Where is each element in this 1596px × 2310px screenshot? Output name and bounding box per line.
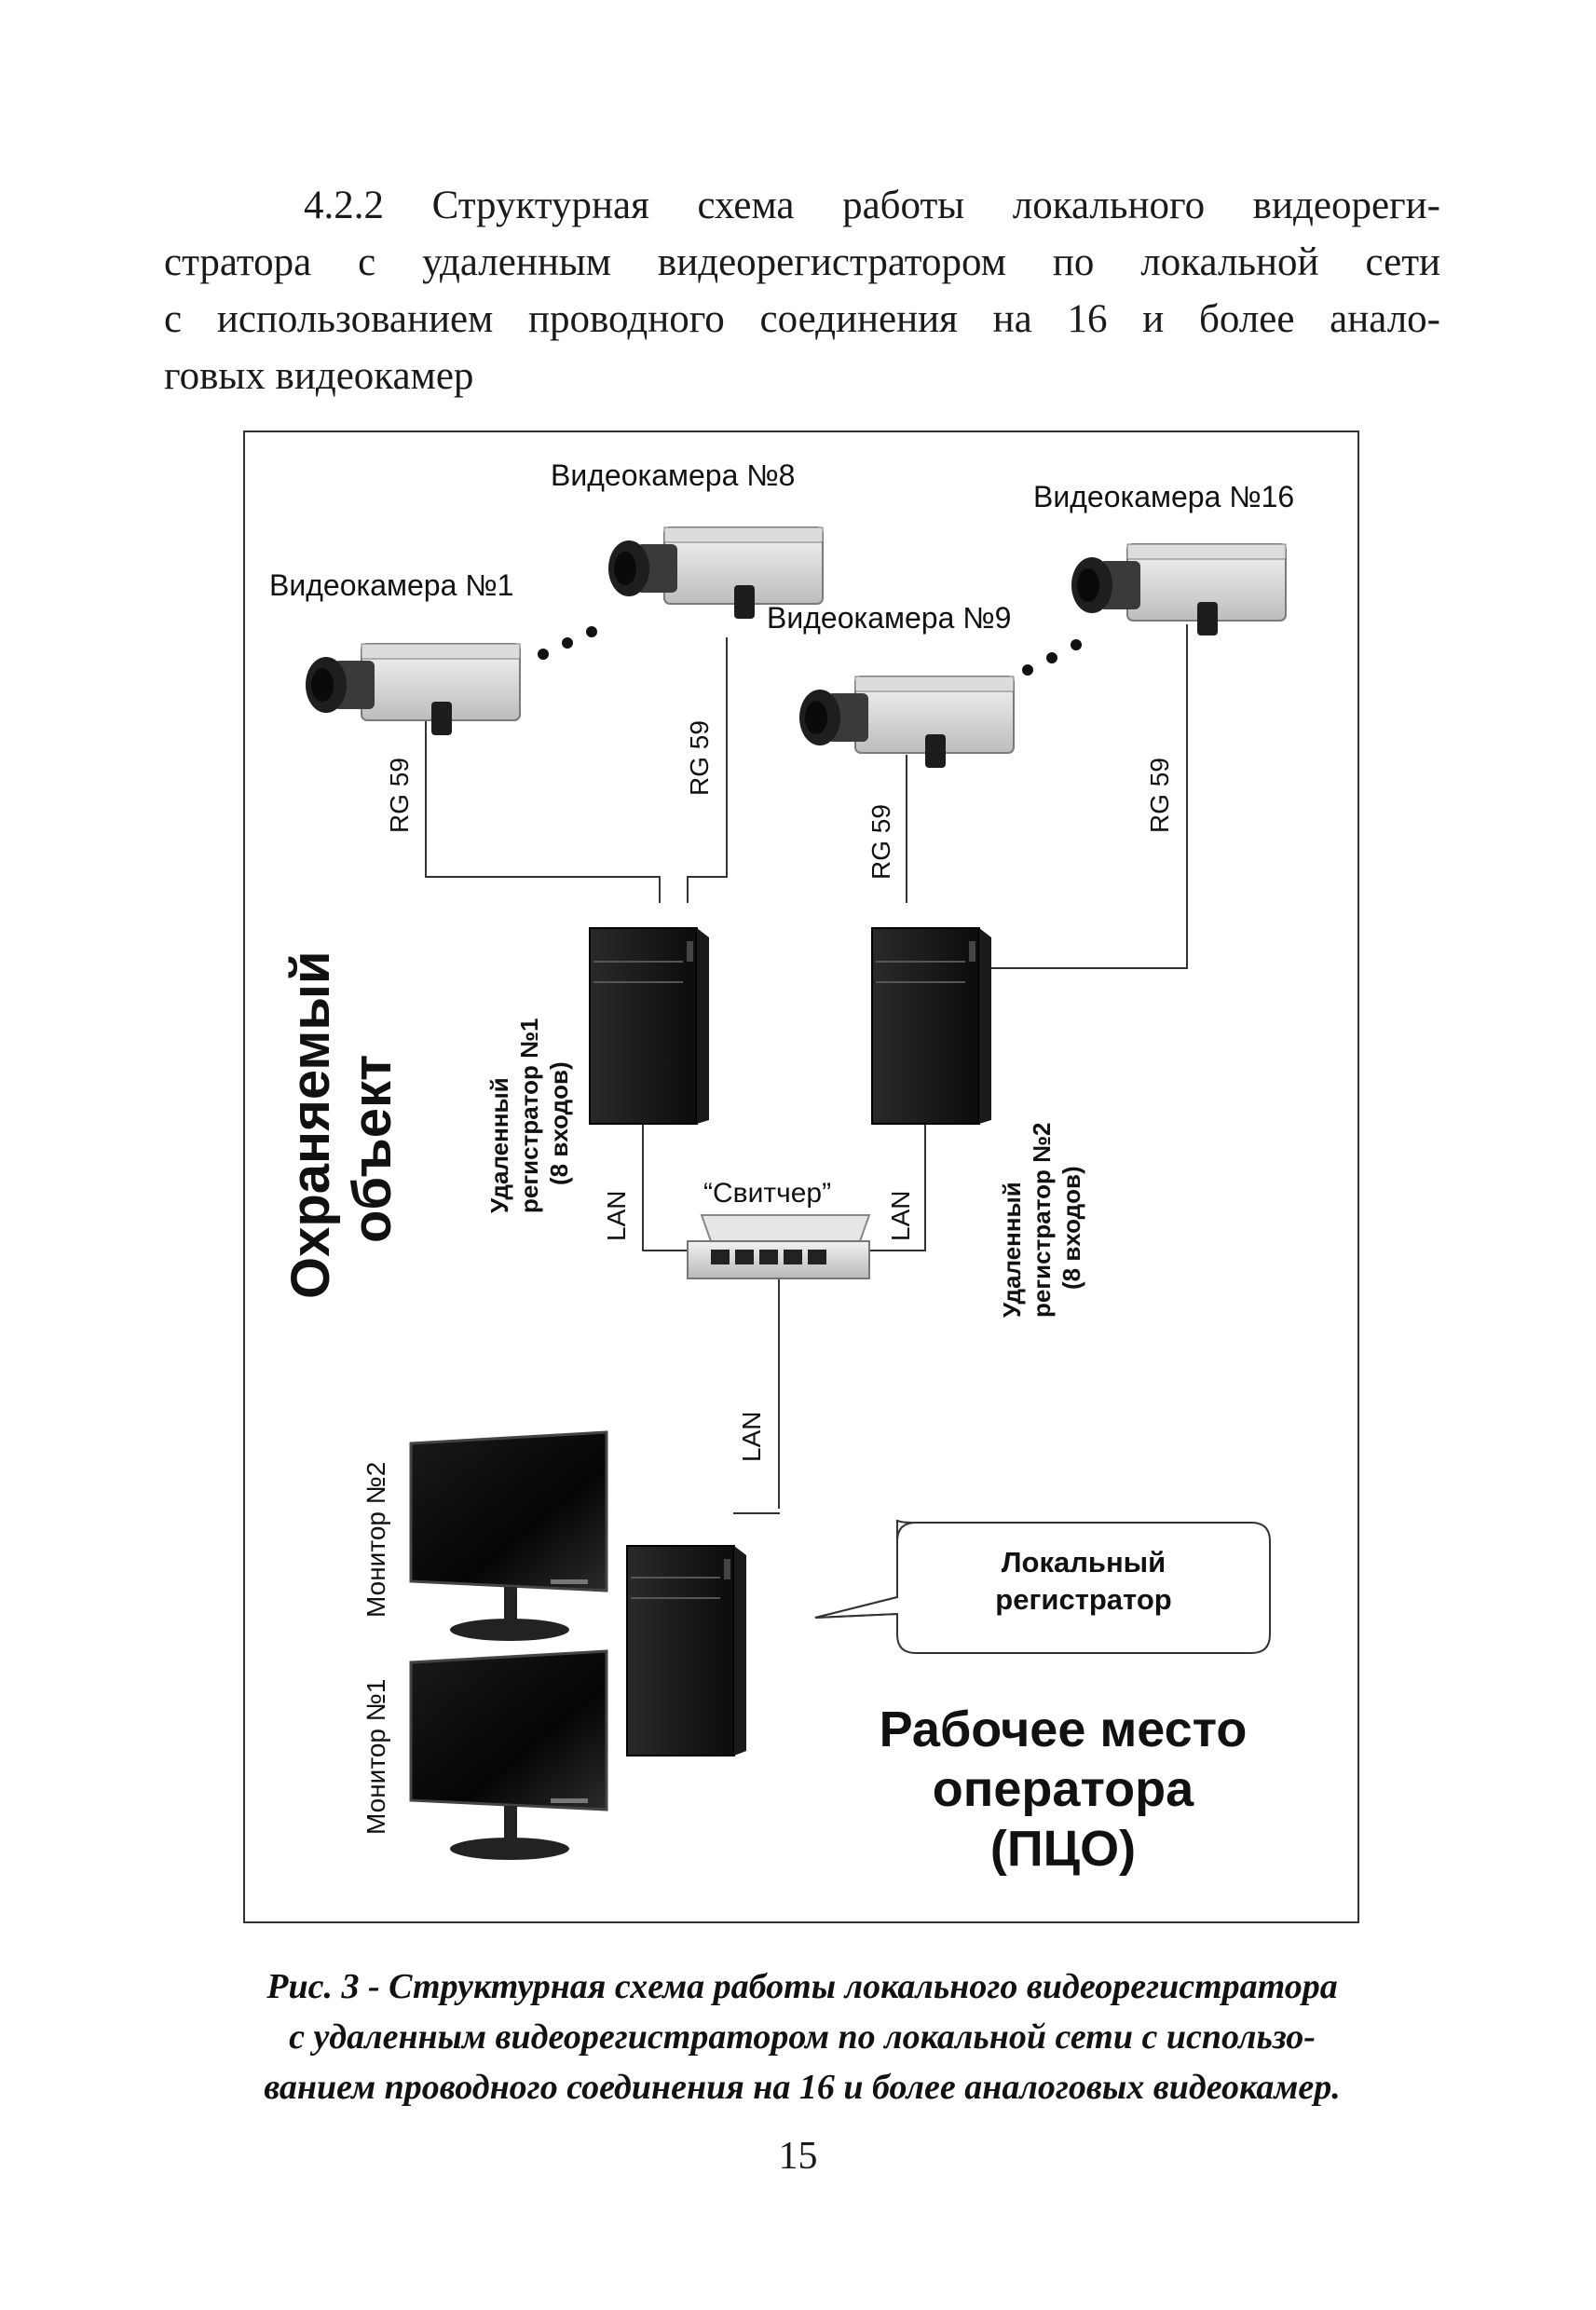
local-registrar-callout: [814, 1519, 1271, 1654]
camera-label: Видеокамера №1: [269, 568, 513, 602]
camera-icon: [798, 676, 1015, 769]
local-registrar-label: регистратор: [995, 1583, 1171, 1616]
svg-text:Удаленный: Удаленный: [998, 1182, 1026, 1318]
monitor-label: Монитор №1: [361, 1679, 390, 1835]
svg-text:(8 входов): (8 входов): [1057, 1166, 1085, 1290]
svg-text:регистратор №2: регистратор №2: [1028, 1122, 1056, 1318]
registrar-2-label: Удаленный регистратор №2 (8 входов): [998, 1122, 1085, 1318]
switch-icon: [687, 1214, 871, 1279]
cable-label: RG 59: [866, 804, 895, 880]
site-label: Охраняемый объект: [280, 950, 402, 1299]
cables: [425, 624, 1188, 1514]
monitor-1-icon: [409, 1649, 608, 1862]
registrar-1-icon: [589, 927, 710, 1125]
svg-text:Удаленный: Удаленный: [485, 1077, 513, 1213]
svg-text:регистратор №1: регистратор №1: [515, 1018, 543, 1213]
local-registrar-label: Локальный: [1002, 1546, 1166, 1579]
heading-line: говых видеокамер: [164, 354, 474, 398]
svg-text:(8 входов): (8 входов): [545, 1061, 573, 1185]
figure-caption: Рис. 3 - Структурная схема работы локаль…: [164, 1961, 1440, 2112]
structure-diagram: Видеокамера №1 Видеокамера №8 Видеокамер…: [243, 431, 1359, 1923]
registrar-1-label: Удаленный регистратор №1 (8 входов): [485, 1018, 573, 1213]
cable-label: RG 59: [1145, 758, 1174, 833]
cable-label: RG 59: [385, 758, 414, 833]
section-heading: 4.2.2 Структурная схема работы локальног…: [164, 177, 1440, 404]
caption-line: ванием проводного соединения на 16 и бол…: [264, 2068, 1341, 2107]
caption-line: с удаленным видеорегистратором по локаль…: [289, 2017, 1316, 2057]
ellipsis-dots: [538, 626, 1082, 676]
heading-line: стратора с удаленным видеорегистратором …: [164, 240, 1440, 284]
cable-label: RG 59: [685, 720, 714, 796]
switch-label: “Свитчер”: [703, 1178, 831, 1209]
operator-place-label: (ПЦО): [990, 1821, 1136, 1877]
heading-line: с использованием проводного соединения н…: [164, 297, 1440, 341]
lan-label: LAN: [737, 1412, 766, 1462]
lan-label: LAN: [602, 1191, 631, 1241]
operator-place-label: Рабочее место: [880, 1702, 1248, 1757]
lan-label: LAN: [886, 1191, 915, 1241]
camera-label: Видеокамера №9: [767, 601, 1011, 635]
svg-text:объект: объект: [342, 1055, 402, 1243]
registrar-2-icon: [871, 927, 992, 1125]
heading-line: 4.2.2 Структурная схема работы локальног…: [304, 184, 1440, 227]
monitor-2-icon: [409, 1430, 608, 1643]
local-registrar-icon: [626, 1545, 746, 1756]
monitor-label: Монитор №2: [361, 1462, 390, 1618]
svg-text:Охраняемый: Охраняемый: [280, 950, 341, 1299]
diagram-canvas: Видеокамера №1 Видеокамера №8 Видеокамер…: [269, 458, 1294, 1877]
camera-label: Видеокамера №16: [1033, 480, 1294, 513]
camera-label: Видеокамера №8: [551, 458, 795, 492]
page-number: 15: [778, 2135, 818, 2178]
camera-icon: [305, 643, 521, 736]
operator-place-label: оператора: [933, 1761, 1194, 1817]
camera-icon: [1071, 543, 1287, 636]
caption-line: Рис. 3 - Структурная схема работы локаль…: [266, 1967, 1338, 2006]
